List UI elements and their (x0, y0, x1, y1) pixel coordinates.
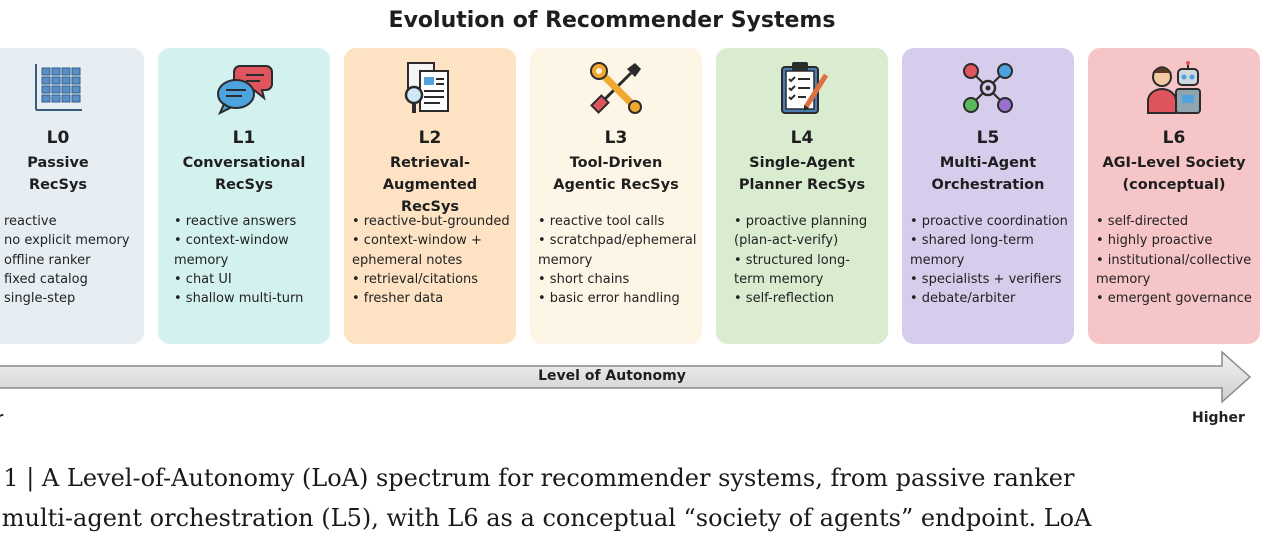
list-item: memory (538, 252, 593, 268)
level-code: L5 (976, 128, 1000, 148)
list-item: • proactive planning (734, 214, 868, 229)
list-item: (plan-act-verify) (734, 233, 839, 249)
list-item: fixed catalog (4, 271, 88, 287)
wrench-screwdriver-icon (530, 60, 702, 116)
list-item: • short chains (538, 271, 630, 287)
level-code: L1 (232, 128, 256, 148)
list-item: • debate/arbiter (910, 291, 1016, 307)
figure-caption: re 1 | A Level-of-Autonomy (LoA) spectru… (0, 458, 1280, 544)
list-item: memory (910, 252, 965, 268)
list-item: • reactive-but-grounded (352, 214, 510, 229)
feature-list: • reactive-but-grounded • context-window… (352, 212, 512, 308)
list-item: • proactive coordination (910, 214, 1068, 229)
list-item: ephemeral notes (352, 252, 463, 268)
list-item: • shared long-term (910, 233, 1034, 249)
list-item: reactive (4, 214, 57, 229)
list-item: • retrieval/citations (352, 271, 479, 287)
list-item: memory (1096, 271, 1151, 287)
list-item: • self-reflection (734, 291, 835, 307)
list-item: • emergent governance (1096, 291, 1252, 307)
list-item: single-step (4, 291, 76, 307)
clipboard-checklist-icon (716, 60, 888, 116)
human-robot-icon (1088, 60, 1260, 116)
list-item: • self-directed (1096, 214, 1189, 229)
list-item: • shallow multi-turn (174, 291, 304, 307)
agent-network-icon (902, 60, 1074, 116)
list-item: • structured long- (734, 252, 850, 268)
list-item: no explicit memory (4, 233, 130, 249)
level-code: L0 (46, 128, 70, 148)
documents-search-icon (344, 60, 516, 116)
list-item: • highly proactive (1096, 233, 1213, 249)
level-code: L6 (1162, 128, 1186, 148)
list-item: • reactive answers (174, 214, 297, 229)
axis-higher-label: Higher (1192, 410, 1245, 426)
level-code: L2 (418, 128, 442, 148)
list-item: • scratchpad/ephemeral (538, 233, 697, 249)
feature-list: • reactive tool calls • scratchpad/ephem… (538, 212, 698, 308)
list-item: • reactive tool calls (538, 214, 665, 229)
list-item: • institutional/collective (1096, 252, 1252, 268)
list-item: • context-window (174, 233, 289, 249)
feature-list: • reactive answers • context-window memo… (174, 212, 326, 308)
list-item: • basic error handling (538, 291, 680, 307)
autonomy-arrow (0, 350, 1252, 404)
caption-line: re 1 | A Level-of-Autonomy (LoA) spectru… (0, 464, 1075, 492)
level-code: L4 (790, 128, 814, 148)
level-card-l6: L6 AGI-Level Society(conceptual) • self-… (1088, 48, 1260, 344)
feature-list: reactive no explicit memory offline rank… (4, 212, 140, 308)
list-item: term memory (734, 271, 824, 287)
feature-list: • proactive coordination • shared long-t… (910, 212, 1070, 308)
list-item: • chat UI (174, 271, 232, 287)
list-item: • context-window + (352, 233, 482, 249)
figure-title: Evolution of Recommender Systems (388, 8, 836, 33)
grid-matrix-icon (0, 60, 144, 116)
list-item: memory (174, 252, 229, 268)
level-code: L3 (604, 128, 628, 148)
feature-list: • self-directed • highly proactive • ins… (1096, 212, 1256, 308)
axis-label: Level of Autonomy (538, 368, 686, 384)
level-name: AGI-Level Society(conceptual) (1102, 155, 1246, 193)
chat-bubbles-icon (158, 60, 330, 116)
feature-list: • proactive planning (plan-act-verify) •… (734, 212, 884, 308)
list-item: offline ranker (4, 252, 91, 268)
list-item: • fresher data (352, 291, 444, 307)
axis-lower-label: wer (0, 410, 3, 426)
caption-line: to multi-agent orchestration (L5), with … (0, 504, 1092, 532)
list-item: • specialists + verifiers (910, 271, 1062, 287)
